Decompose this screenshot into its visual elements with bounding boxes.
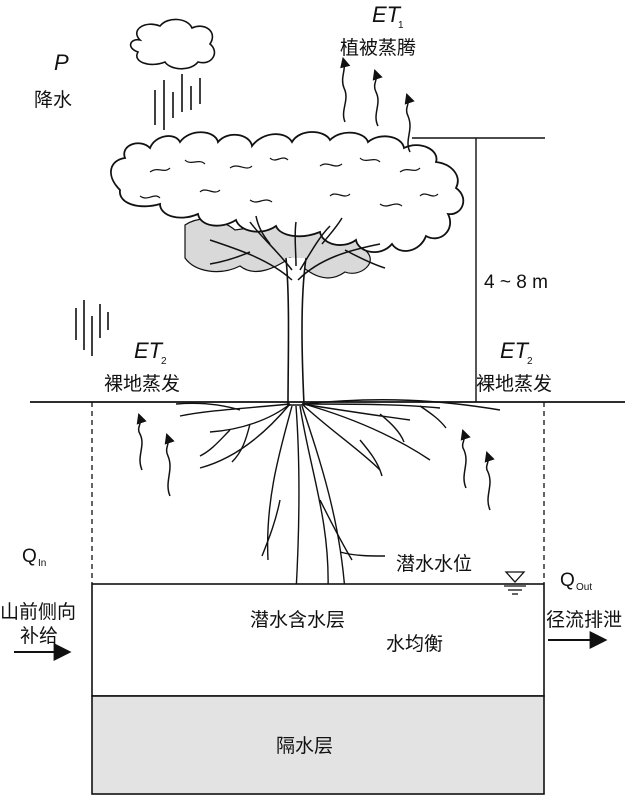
q-out-symbol: Q xyxy=(560,570,575,591)
aquifer-label: 潜水含水层 xyxy=(250,609,345,631)
q-in-label-line2: 补给 xyxy=(20,625,58,647)
q-in-subscript: In xyxy=(38,558,46,569)
et2-right-subscript: 2 xyxy=(527,356,533,367)
tree-canopy xyxy=(110,131,465,253)
et2-right-symbol: ET xyxy=(500,338,530,363)
water-table-label: 潜水水位 xyxy=(396,553,472,575)
precip-label: 降水 xyxy=(34,89,72,111)
rain-lines-left xyxy=(75,300,109,356)
tree-roots xyxy=(175,399,501,593)
q-in-symbol: Q xyxy=(22,546,37,567)
height-label: 4 ~ 8 m xyxy=(484,272,548,293)
aquifer-layer xyxy=(91,583,545,697)
water-table-symbol xyxy=(504,571,526,595)
q-out-subscript: Out xyxy=(576,582,592,593)
transpiration-arrows xyxy=(340,56,415,153)
q-in-label-line1: 山前侧向 xyxy=(0,601,76,623)
et1-label: 植被蒸腾 xyxy=(340,37,416,59)
et2-left-subscript: 2 xyxy=(161,356,167,367)
aquitard-layer xyxy=(91,695,545,795)
cloud-icon xyxy=(129,18,216,70)
et2-left-symbol: ET xyxy=(134,338,164,363)
canopy-texture xyxy=(139,157,439,207)
et1-subscript: 1 xyxy=(398,20,404,31)
q-out-label: 径流排泄 xyxy=(546,609,622,631)
bare-soil-evaporation-arrows xyxy=(136,413,495,511)
et2-right-label: 裸地蒸发 xyxy=(476,373,552,395)
tree-branches xyxy=(209,215,386,281)
tree-trunk xyxy=(285,257,307,406)
aquitard-label: 隔水层 xyxy=(276,735,333,757)
precip-symbol: P xyxy=(54,50,69,75)
rain-lines-top xyxy=(154,74,201,130)
et2-left-label: 裸地蒸发 xyxy=(104,373,180,395)
water-balance-label: 水均衡 xyxy=(386,633,443,655)
et1-symbol: ET xyxy=(372,2,402,27)
